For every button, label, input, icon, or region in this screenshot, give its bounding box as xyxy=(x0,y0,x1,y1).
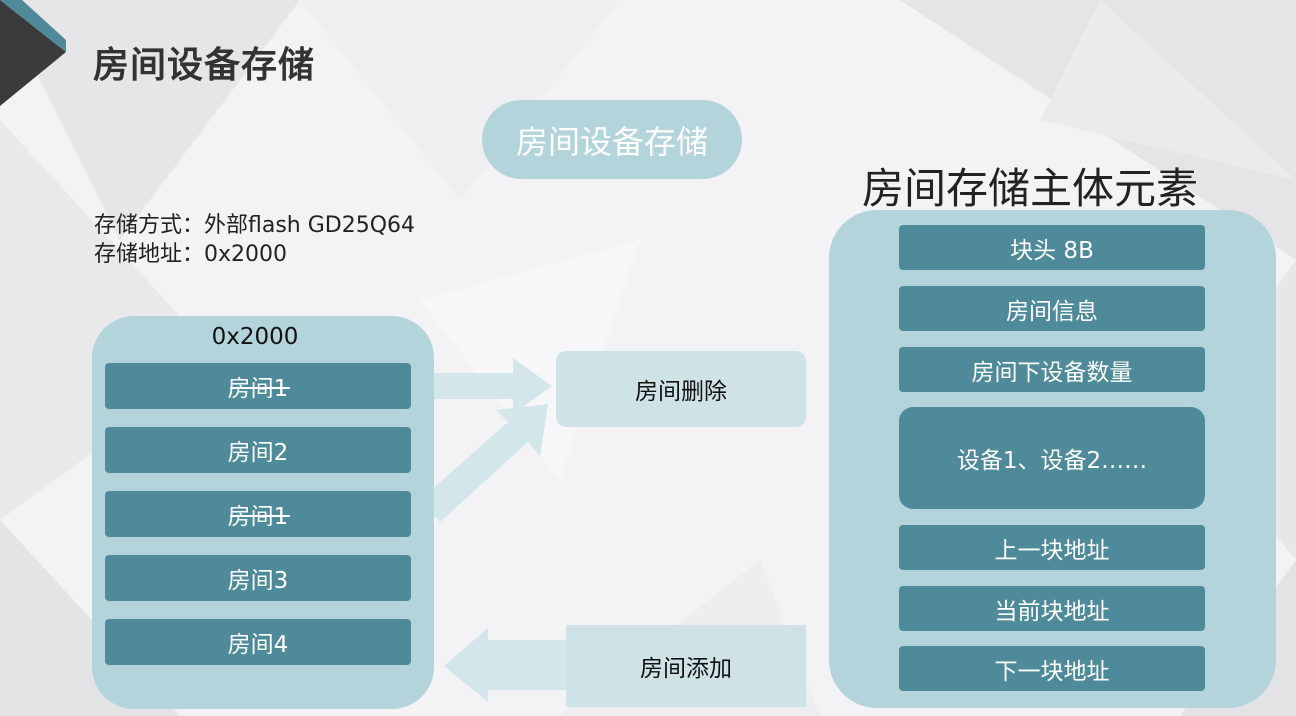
corner-accent-strip xyxy=(0,0,66,52)
element-next-address: 下一块地址 xyxy=(899,646,1205,691)
room-item-5: 房间4 xyxy=(105,619,411,665)
arrow-room1-to-delete xyxy=(411,358,552,414)
room-item-2: 房间2 xyxy=(105,427,411,473)
element-current-address: 当前块地址 xyxy=(899,586,1205,631)
element-room-info: 房间信息 xyxy=(899,286,1205,331)
center-label-pill: 房间设备存储 xyxy=(482,100,742,179)
element-prev-address: 上一块地址 xyxy=(899,525,1205,570)
room-item-1-label: 房间1 xyxy=(228,369,290,403)
element-devices: 设备1、设备2…… xyxy=(899,407,1205,509)
room-item-3-label: 房间1 xyxy=(228,497,290,531)
room-delete-box: 房间删除 xyxy=(556,351,806,427)
room-item-4-label: 房间3 xyxy=(227,568,289,594)
storage-method: 存储方式：外部flash GD25Q64 xyxy=(94,213,416,238)
arrow-add-to-room4 xyxy=(444,628,566,702)
element-block-header: 块头 8B xyxy=(899,225,1205,270)
room-list-address: 0x2000 xyxy=(211,324,299,350)
room-item-4: 房间3 xyxy=(105,555,411,601)
page-title: 房间设备存储 xyxy=(93,45,316,86)
corner-dark-triangle xyxy=(0,0,66,106)
room-item-3: 房间1 xyxy=(105,491,411,537)
elements-title: 房间存储主体元素 xyxy=(862,164,1199,213)
arrow-room1b-to-delete xyxy=(420,404,548,522)
room-add-box: 房间添加 xyxy=(566,625,806,707)
element-device-count: 房间下设备数量 xyxy=(899,347,1205,392)
room-item-2-label: 房间2 xyxy=(227,440,289,466)
storage-info: 存储方式：外部flash GD25Q64 存储地址：0x2000 xyxy=(94,211,415,269)
room-item-1: 房间1 xyxy=(105,363,411,409)
room-item-5-label: 房间4 xyxy=(227,632,289,658)
storage-address: 存储地址：0x2000 xyxy=(94,242,288,267)
